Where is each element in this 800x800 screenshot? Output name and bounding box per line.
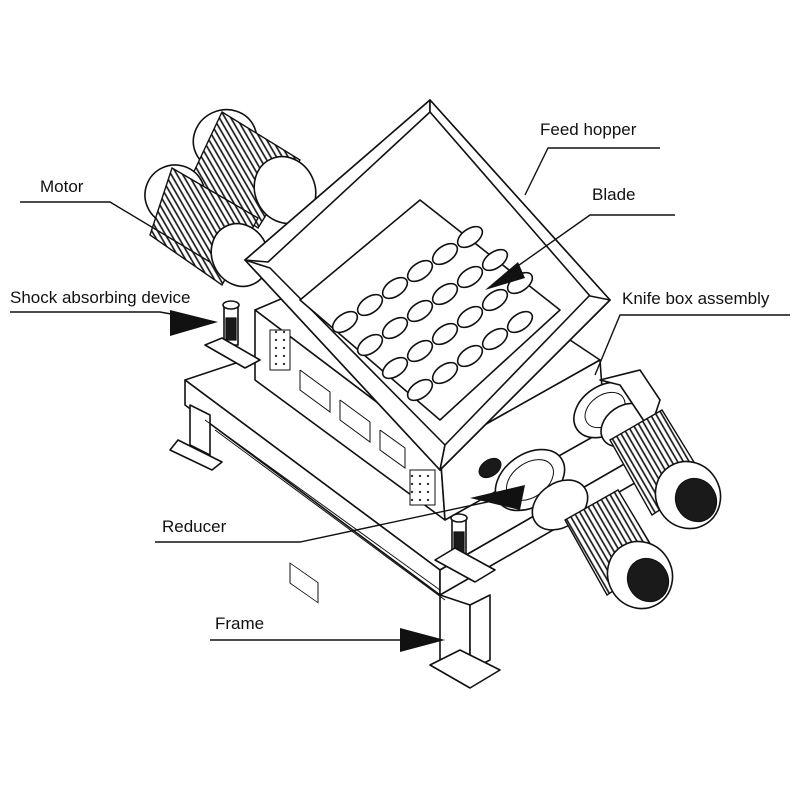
label-motor: Motor — [40, 177, 84, 196]
leader-blade — [485, 214, 675, 290]
leader-reducer — [155, 485, 525, 543]
label-blade: Blade — [592, 185, 635, 204]
leader-feed-hopper — [524, 147, 660, 196]
reducer-arrow-icon — [470, 485, 525, 510]
frame-arrow-icon — [400, 628, 445, 652]
label-frame: Frame — [215, 614, 264, 633]
motor-front-upper — [609, 409, 722, 530]
motor-front-lower — [564, 489, 674, 610]
leader-knife-box-assembly — [594, 314, 790, 376]
motor-rear-upper — [189, 108, 317, 230]
shock-absorber-rear — [204, 300, 261, 369]
leader-motor — [20, 201, 211, 263]
leader-shock-absorbing-device — [10, 310, 218, 336]
blade-arrow-icon — [485, 262, 525, 290]
shock-absorber-front — [434, 513, 496, 583]
reducer-upper — [573, 369, 661, 448]
leader-frame — [210, 628, 445, 652]
label-reducer: Reducer — [162, 517, 227, 536]
label-shock-absorbing-device: Shock absorbing device — [10, 288, 191, 307]
label-knife-box-assembly: Knife box assembly — [622, 289, 770, 308]
label-feed-hopper: Feed hopper — [540, 120, 637, 139]
shock-arrow-icon — [170, 310, 218, 336]
